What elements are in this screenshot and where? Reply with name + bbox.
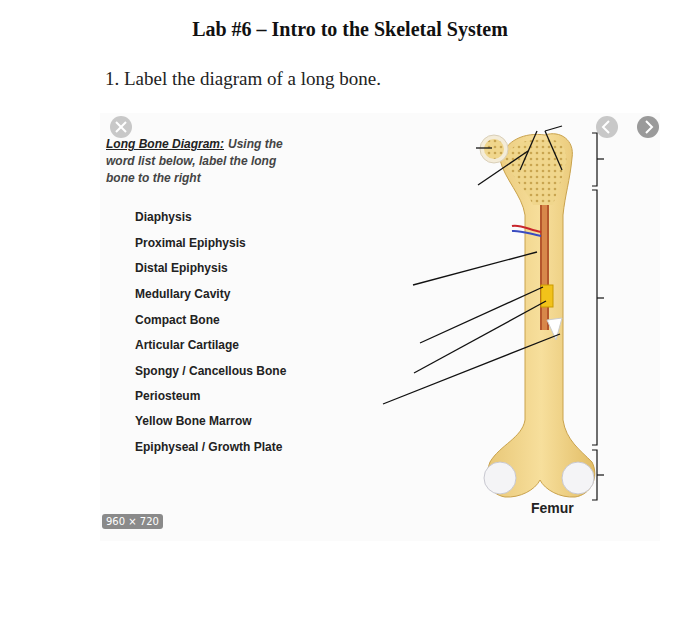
word-list-item: Diaphysis: [135, 210, 192, 224]
word-list-item: Distal Epiphysis: [135, 261, 228, 275]
word-list-item: Proximal Epiphysis: [135, 236, 246, 250]
question-text: 1. Label the diagram of a long bone.: [105, 68, 381, 90]
word-list-item: Medullary Cavity: [135, 287, 230, 301]
image-panel: [100, 113, 660, 541]
word-list-item: Articular Cartilage: [135, 338, 239, 352]
bone-name: Femur: [531, 500, 574, 516]
brackets: [592, 133, 604, 500]
instructions: Long Bone Diagram:Using the word list be…: [106, 136, 284, 187]
leader-lines: [383, 126, 562, 404]
word-list-item: Yellow Bone Marrow: [135, 414, 252, 428]
word-list-item: Epiphyseal / Growth Plate: [135, 440, 282, 454]
close-button: [110, 116, 132, 138]
nav-arrows: [596, 116, 659, 138]
size-badge: 960 × 720: [102, 514, 163, 529]
word-list-item: Compact Bone: [135, 313, 220, 327]
instructions-heading: Long Bone Diagram:: [106, 137, 224, 151]
word-list-item: Spongy / Cancellous Bone: [135, 364, 286, 378]
badge-text: 960 × 720: [106, 516, 163, 527]
page-title: Lab #6 – Intro to the Skeletal System: [0, 18, 700, 41]
femur: [480, 134, 595, 497]
word-list-item: Periosteum: [135, 389, 200, 403]
